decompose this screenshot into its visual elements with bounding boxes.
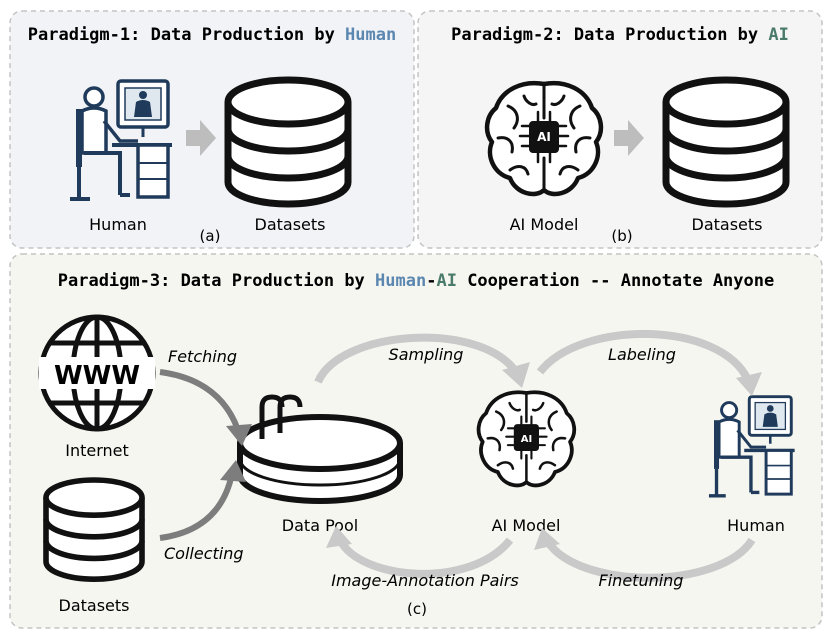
- panel-c-title: Paradigm-3: Data Production by Human-AI …: [58, 271, 774, 291]
- panel-b-model-label: AI Model: [510, 215, 579, 234]
- database-icon: [666, 80, 786, 204]
- panel-b-title-prefix: Paradigm-2: Data Production by: [451, 25, 768, 45]
- panel-a-title: Paradigm-1: Data Production by Human: [28, 25, 396, 45]
- panel-a-datasets-label: Datasets: [255, 215, 326, 234]
- sampling-arrow: [314, 333, 520, 384]
- internet-label: Internet: [65, 441, 129, 460]
- pairs-arrow: [336, 537, 514, 578]
- labeling-arrow: [536, 329, 752, 382]
- pairs-label: Image-Annotation Pairs: [331, 571, 519, 590]
- panel-c-caption: (c): [407, 600, 427, 618]
- fetching-arrow: [159, 369, 241, 432]
- arrow-right-icon: [186, 120, 216, 156]
- panel-c-frame: [9, 253, 823, 629]
- panel-a-frame: [9, 10, 415, 249]
- fetching-arrowhead-icon: [226, 424, 252, 446]
- panel-c-datasets-label: Datasets: [59, 596, 130, 615]
- panel-a-caption: (a): [200, 227, 221, 245]
- collecting-arrow: [159, 473, 235, 541]
- panel-c-title-dash: -: [426, 271, 436, 291]
- panel-c-title-human: Human: [375, 271, 426, 291]
- panel-b: Paradigm-2: Data Production by AI AI AI …: [417, 10, 823, 249]
- ai-chip-text: AI: [537, 130, 551, 144]
- panel-c-title-ai: AI: [436, 271, 456, 291]
- panel-b-title-highlight: AI: [768, 25, 788, 45]
- panel-a-title-highlight: Human: [345, 25, 396, 45]
- labeling-label: Labeling: [608, 345, 676, 364]
- panel-b-title: Paradigm-2: Data Production by AI: [451, 25, 789, 45]
- www-text: WWW: [54, 361, 140, 391]
- panel-a-human-label: Human: [89, 215, 147, 234]
- panel-c: Paradigm-3: Data Production by Human-AI …: [9, 253, 823, 629]
- panel-c-model-label: AI Model: [492, 516, 561, 535]
- panel-a: Paradigm-1: Data Production by Human Hum…: [9, 10, 415, 249]
- panel-b-caption: (b): [611, 227, 632, 245]
- panel-a-title-prefix: Paradigm-1: Data Production by: [28, 25, 345, 45]
- data-pool-label: Data Pool: [282, 516, 358, 535]
- collecting-label: Collecting: [164, 544, 244, 563]
- panel-c-human-label: Human: [727, 516, 785, 535]
- pairs-arrowhead-icon: [326, 526, 352, 548]
- database-icon: [228, 80, 348, 204]
- finetuning-label: Finetuning: [599, 571, 684, 590]
- fetching-label: Fetching: [168, 347, 237, 366]
- labeling-arrowhead-icon: [736, 372, 762, 396]
- panel-c-title-suffix: Cooperation -- Annotate Anyone: [457, 271, 774, 291]
- sampling-label: Sampling: [389, 345, 464, 364]
- finetuning-arrow: [544, 537, 756, 582]
- database-icon: [46, 480, 142, 579]
- ai-chip-text: AI: [521, 434, 532, 445]
- finetuning-arrowhead-icon: [534, 528, 560, 550]
- arrow-right-icon: [614, 120, 644, 156]
- collecting-arrowhead-icon: [220, 460, 246, 482]
- sampling-arrowhead-icon: [502, 362, 530, 388]
- panel-c-title-prefix: Paradigm-3: Data Production by: [58, 271, 375, 291]
- panel-b-datasets-label: Datasets: [692, 215, 763, 234]
